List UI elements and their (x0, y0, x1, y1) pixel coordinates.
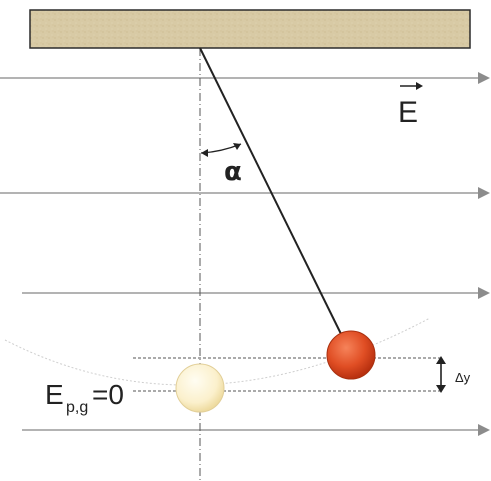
ceiling-support (29, 9, 471, 49)
potential-energy-subscript: p,g (66, 399, 88, 416)
field-line (22, 287, 490, 299)
charged-ball (326, 330, 376, 380)
potential-energy-value: =0 (92, 379, 124, 410)
potential-energy-label: E p,g =0 (45, 379, 124, 416)
field-line (0, 187, 490, 199)
electric-field-lines (0, 72, 490, 436)
delta-y-bracket (436, 356, 446, 393)
field-symbol: E (398, 82, 423, 129)
rest-position-ball (175, 363, 225, 413)
angle-arc (200, 143, 242, 157)
potential-energy-main: E (45, 379, 64, 410)
field-line (0, 72, 490, 84)
field-line (22, 424, 490, 436)
field-symbol-text: E (398, 96, 418, 129)
delta-y-label: Δy (455, 370, 471, 385)
pendulum-string (199, 47, 344, 339)
angle-label: α (224, 157, 242, 187)
